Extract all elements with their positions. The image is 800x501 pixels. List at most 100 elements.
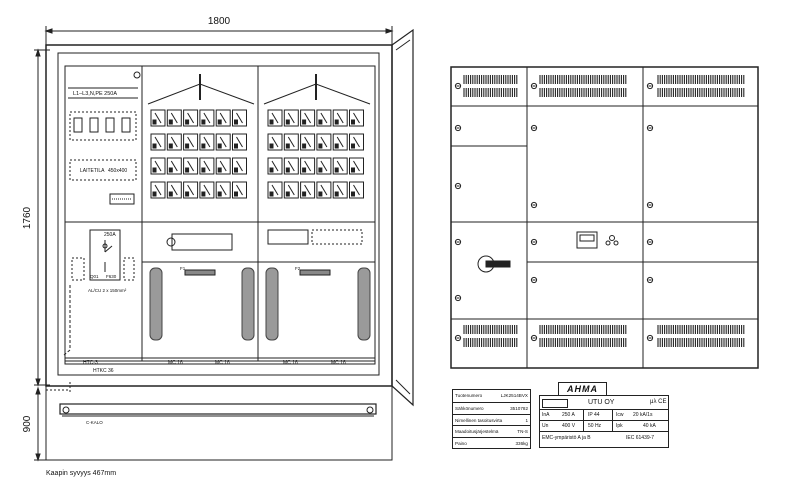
- fuse-terminal: [168, 119, 173, 125]
- fuse-terminal: [234, 119, 238, 125]
- busbar-label-5: MC 16: [331, 360, 346, 366]
- fuse-link: [353, 136, 360, 148]
- fuse-link: [287, 136, 295, 148]
- fuse-base: [283, 133, 299, 151]
- fuse-terminal: [351, 143, 355, 149]
- fuse-base: [232, 181, 247, 199]
- fuse-base: [232, 133, 247, 151]
- width-dimension: [44, 26, 394, 45]
- cover-screw: [454, 124, 462, 132]
- lateral-size: 450x400: [108, 168, 127, 174]
- busbar-label-4: MC 16: [283, 360, 298, 366]
- cover-screw: [646, 82, 654, 90]
- fuse-terminal: [185, 143, 190, 149]
- fuse-link: [219, 112, 227, 124]
- fuse-link: [187, 184, 195, 196]
- fuse-base: [332, 181, 348, 199]
- in-label: InA: [542, 412, 550, 418]
- fuse-base: [215, 109, 231, 127]
- fuse-base: [199, 133, 215, 151]
- fuse-base: [316, 133, 332, 151]
- fuse-base: [183, 133, 199, 151]
- vent-grille: [463, 75, 518, 84]
- fuse-terminal: [334, 119, 339, 125]
- fuse-base: [332, 109, 348, 127]
- fuse-link: [287, 112, 295, 124]
- fuse-base: [349, 109, 364, 127]
- fuse-base: [283, 109, 299, 127]
- info-row-value: 1: [525, 417, 528, 423]
- busbar-label-2: MC 16: [168, 360, 183, 366]
- fuse-terminal: [234, 191, 238, 197]
- cover-screw: [646, 334, 654, 342]
- fuse-base: [283, 181, 299, 199]
- fuse-terminal: [217, 167, 222, 173]
- fuse-link: [170, 112, 178, 124]
- cover-screw: [646, 201, 654, 209]
- ipk-label: Ipk: [616, 423, 623, 429]
- serial-box: [542, 399, 568, 408]
- vent-grille: [463, 88, 518, 97]
- cover-screw: [646, 238, 654, 246]
- width-label: 1800: [208, 16, 231, 27]
- fuse-terminal: [269, 119, 274, 125]
- fuse-base: [183, 109, 199, 127]
- fuse-terminal: [217, 143, 222, 149]
- fuse-link: [271, 160, 279, 172]
- info-row-value: TN-S: [517, 429, 528, 435]
- fuse-base: [150, 157, 166, 175]
- vent-grille: [539, 325, 627, 334]
- fuse-link: [203, 112, 211, 124]
- fuse-link: [154, 112, 162, 124]
- fuse-link: [353, 160, 360, 172]
- fuse-terminal: [217, 191, 222, 197]
- plinth-height-label: 900: [22, 415, 33, 432]
- info-row-label: Sähkönumero: [455, 405, 484, 411]
- cover-screw: [454, 182, 462, 190]
- fuse-link: [336, 184, 344, 196]
- fuse-base: [300, 157, 316, 175]
- fuse-grid: [150, 109, 364, 199]
- cover-screw: [530, 238, 538, 246]
- fuse-base: [316, 181, 332, 199]
- fuse-base: [215, 157, 231, 175]
- fuse-terminal: [217, 119, 222, 125]
- info-row-label: Nimellinen tasoitusvirta: [455, 417, 503, 423]
- right-cabinet: [450, 66, 759, 369]
- fuse-terminal: [334, 143, 339, 149]
- cover-screws: [454, 82, 654, 342]
- fuse-link: [287, 184, 295, 196]
- cover-screw: [646, 276, 654, 284]
- fuse-terminal: [269, 167, 274, 173]
- vent-grille: [539, 75, 627, 84]
- company-name: UTU OY: [588, 399, 615, 406]
- fuse-terminal: [302, 191, 307, 197]
- fuse-base: [283, 157, 299, 175]
- fuse-base: [267, 133, 283, 151]
- fuse-link: [219, 136, 227, 148]
- fuse-terminal: [318, 119, 323, 125]
- fuse-base: [199, 181, 215, 199]
- fuse-terminal: [334, 167, 339, 173]
- fuse-terminal: [302, 167, 307, 173]
- fuse-base: [199, 109, 215, 127]
- fuse-link: [170, 160, 178, 172]
- fuse-link: [320, 160, 328, 172]
- icw-label: Icw: [616, 412, 624, 418]
- fuse-base: [150, 133, 166, 151]
- fuse-terminal: [334, 191, 339, 197]
- fuse-link: [304, 160, 312, 172]
- fuse-terminal: [168, 167, 173, 173]
- fuse-terminal: [201, 119, 206, 125]
- fuse-base: [150, 181, 166, 199]
- fuse-terminal: [285, 167, 290, 173]
- fuse-terminal: [234, 167, 238, 173]
- fuse-base: [166, 157, 182, 175]
- fuse-terminal: [269, 143, 274, 149]
- fuse-base: [232, 109, 247, 127]
- fuse-link: [271, 112, 279, 124]
- fuse-terminal: [318, 143, 323, 149]
